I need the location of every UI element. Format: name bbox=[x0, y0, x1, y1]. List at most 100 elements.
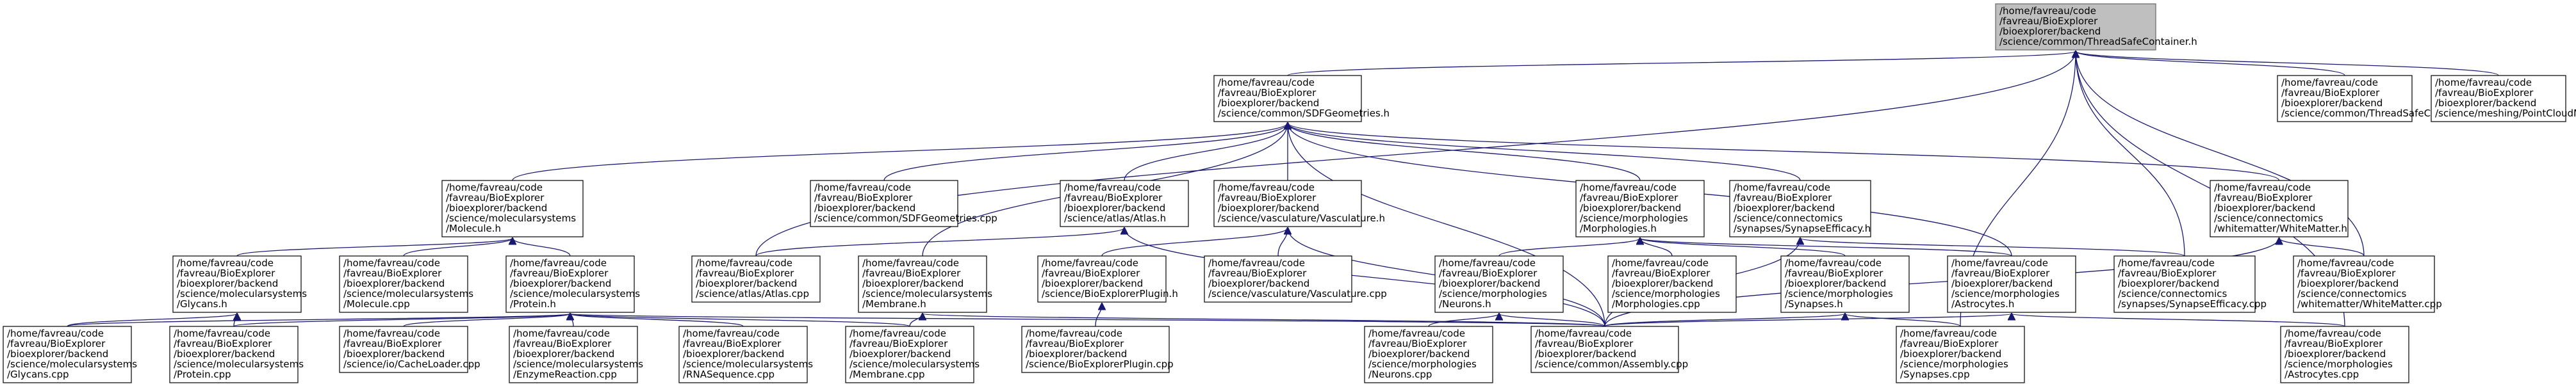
file-node-membrane-cpp[interactable]: /home/favreau/code/favreau/BioExplorer/b… bbox=[845, 326, 980, 383]
file-node-box bbox=[1204, 255, 1352, 303]
edge-plugin-cpp-to-plugin-h bbox=[1095, 303, 1102, 327]
file-node-label-line: /home/favreau/code bbox=[1612, 257, 1709, 269]
file-node-label-line: /science/atlas/Atlas.cpp bbox=[696, 288, 809, 300]
file-node-label-line: /home/favreau/code bbox=[177, 257, 274, 269]
file-node-label-line: /synapses/SynapseEfficacy.cpp bbox=[2118, 298, 2267, 310]
file-node-label-line: /bioexplorer/backend bbox=[1535, 348, 1636, 360]
file-node-label-line: /home/favreau/code bbox=[1951, 257, 2048, 269]
edge-synapses-h-to-morph-h bbox=[1640, 238, 1846, 257]
file-node-label-line: /bioexplorer/backend bbox=[446, 202, 547, 214]
file-nodes: /home/favreau/code/favreau/BioExplorer/b… bbox=[3, 3, 2576, 383]
file-node-molecule-cpp[interactable]: /home/favreau/code/favreau/BioExplorer/b… bbox=[339, 255, 473, 313]
file-node-label-line: /science/connectomics bbox=[2118, 288, 2227, 300]
file-node-label-line: /home/favreau/code bbox=[1734, 182, 1830, 193]
file-node-box bbox=[678, 326, 808, 383]
file-node-box bbox=[172, 255, 302, 313]
file-node-label-line: /favreau/BioExplorer bbox=[1026, 338, 1124, 349]
file-node-label-line: /bioexplorer/backend bbox=[1026, 348, 1127, 360]
file-node-label-line: /home/favreau/code bbox=[2285, 328, 2381, 339]
file-node-syn-eff-cpp[interactable]: /home/favreau/code/favreau/BioExplorer/b… bbox=[2113, 255, 2267, 313]
file-node-vasc-h[interactable]: /home/favreau/code/favreau/BioExplorer/b… bbox=[1213, 180, 1385, 227]
file-node-label-line: /science/molecularsystems bbox=[513, 358, 643, 370]
file-node-cacheloader-cpp[interactable]: /home/favreau/code/favreau/BioExplorer/b… bbox=[339, 326, 480, 373]
file-node-pcm-cpp[interactable]: /home/favreau/code/favreau/BioExplorer/b… bbox=[2431, 75, 2576, 122]
file-node-label-line: /Synapses.h bbox=[1785, 298, 1843, 310]
file-node-box bbox=[441, 180, 584, 237]
file-node-label-line: /Molecule.h bbox=[446, 223, 501, 234]
file-node-astro-cpp[interactable]: /home/favreau/code/favreau/BioExplorer/b… bbox=[2280, 326, 2409, 383]
file-node-label-line: /home/favreau/code bbox=[2297, 257, 2394, 269]
edge-protein-h-to-molecule-h bbox=[513, 238, 571, 257]
edge-syn-eff-cpp-to-tsc-h bbox=[2076, 51, 2185, 257]
file-node-syn-eff-h[interactable]: /home/favreau/code/favreau/BioExplorer/b… bbox=[1729, 180, 1871, 237]
file-node-synapses-cpp[interactable]: /home/favreau/code/favreau/BioExplorer/b… bbox=[1896, 326, 2025, 383]
file-node-label-line: /bioexplorer/backend bbox=[2281, 97, 2383, 109]
file-node-wm-cpp[interactable]: /home/favreau/code/favreau/BioExplorer/b… bbox=[2293, 255, 2442, 313]
file-node-label-line: /home/favreau/code bbox=[849, 328, 946, 339]
file-node-label-line: /science/common/ThreadSafeContainer.h bbox=[1999, 36, 2197, 47]
file-node-label-line: /Neurons.cpp bbox=[1368, 369, 1432, 380]
file-node-label-line: /bioexplorer/backend bbox=[1439, 278, 1540, 289]
file-node-neurons-cpp[interactable]: /home/favreau/code/favreau/BioExplorer/b… bbox=[1364, 326, 1493, 383]
file-node-label-line: /bioexplorer/backend bbox=[814, 202, 915, 214]
file-node-label-line: /bioexplorer/backend bbox=[2214, 202, 2315, 214]
file-node-sdf-h[interactable]: /home/favreau/code/favreau/BioExplorer/b… bbox=[1213, 75, 1390, 122]
file-node-label-line: /bioexplorer/backend bbox=[513, 348, 614, 360]
file-node-label-line: /science/meshing/PointCloudMesher.cpp bbox=[2435, 108, 2576, 119]
file-node-glycans-h[interactable]: /home/favreau/code/favreau/BioExplorer/b… bbox=[172, 255, 307, 313]
file-node-wm-h[interactable]: /home/favreau/code/favreau/BioExplorer/b… bbox=[2210, 180, 2349, 237]
file-node-assembly-cpp[interactable]: /home/favreau/code/favreau/BioExplorer/b… bbox=[1530, 326, 1688, 373]
file-node-label-line: /science/morphologies bbox=[1368, 358, 1477, 370]
file-node-label-line: /bioexplorer/backend bbox=[2297, 278, 2399, 289]
edge-wm-cpp-to-wm-h bbox=[2279, 238, 2365, 257]
file-node-box bbox=[2293, 255, 2435, 313]
file-node-label-line: /favreau/BioExplorer bbox=[849, 338, 948, 349]
file-node-astro-h[interactable]: /home/favreau/code/favreau/BioExplorer/b… bbox=[1947, 255, 2076, 313]
file-node-label-line: /science/molecularsystems bbox=[446, 212, 576, 224]
file-node-label-line: /favreau/BioExplorer bbox=[513, 338, 612, 349]
edge-syn-eff-cpp-to-syn-eff-h bbox=[1800, 238, 2185, 257]
file-node-atlas-cpp[interactable]: /home/favreau/code/favreau/BioExplorer/b… bbox=[691, 255, 821, 303]
file-node-plugin-cpp[interactable]: /home/favreau/code/favreau/BioExplorer/b… bbox=[1021, 326, 1174, 373]
file-node-plugin-h[interactable]: /home/favreau/code/favreau/BioExplorer/b… bbox=[1037, 255, 1178, 303]
file-node-label-line: /Membrane.h bbox=[862, 298, 926, 310]
file-node-label-line: /favreau/BioExplorer bbox=[2297, 268, 2396, 279]
file-node-box bbox=[1060, 180, 1189, 227]
file-node-label-line: /favreau/BioExplorer bbox=[1042, 268, 1140, 279]
file-node-atlas-h[interactable]: /home/favreau/code/favreau/BioExplorer/b… bbox=[1060, 180, 1189, 227]
file-node-enzyme-cpp[interactable]: /home/favreau/code/favreau/BioExplorer/b… bbox=[509, 326, 643, 383]
file-node-label-line: /home/favreau/code bbox=[2435, 77, 2532, 88]
file-node-synapses-h[interactable]: /home/favreau/code/favreau/BioExplorer/b… bbox=[1780, 255, 1910, 313]
file-node-morph-cpp[interactable]: /home/favreau/code/favreau/BioExplorer/b… bbox=[1607, 255, 1737, 313]
file-node-label-line: /home/favreau/code bbox=[174, 328, 270, 339]
edge-assembly-cpp-to-membrane-h bbox=[923, 314, 1605, 327]
file-node-label-line: /home/favreau/code bbox=[1218, 182, 1315, 193]
file-node-label-line: /bioexplorer/backend bbox=[2285, 348, 2386, 360]
file-node-protein-cpp[interactable]: /home/favreau/code/favreau/BioExplorer/b… bbox=[169, 326, 304, 383]
edge-atlas-h-to-sdf-h bbox=[1124, 123, 1288, 181]
file-node-neurons-h[interactable]: /home/favreau/code/favreau/BioExplorer/b… bbox=[1434, 255, 1564, 313]
file-node-glycans-cpp[interactable]: /home/favreau/code/favreau/BioExplorer/b… bbox=[3, 326, 137, 383]
edge-atlas-cpp-to-atlas-h bbox=[755, 228, 1124, 257]
file-node-box bbox=[1780, 255, 1910, 313]
file-node-molecule-h[interactable]: /home/favreau/code/favreau/BioExplorer/b… bbox=[441, 180, 584, 237]
file-node-label-line: /bioexplorer/backend bbox=[849, 348, 951, 360]
edge-synapses-cpp-to-synapses-h bbox=[1845, 314, 1961, 327]
file-node-tsc-cpp[interactable]: /home/favreau/code/favreau/BioExplorer/b… bbox=[2277, 75, 2491, 122]
file-node-sdf-cpp[interactable]: /home/favreau/code/favreau/BioExplorer/b… bbox=[810, 180, 997, 227]
file-node-rna-cpp[interactable]: /home/favreau/code/favreau/BioExplorer/b… bbox=[678, 326, 813, 383]
file-node-label-line: /home/favreau/code bbox=[1218, 77, 1315, 88]
file-node-label-line: /bioexplorer/backend bbox=[177, 278, 278, 289]
file-node-morph-h[interactable]: /home/favreau/code/favreau/BioExplorer/b… bbox=[1575, 180, 1705, 237]
file-node-label-line: /favreau/BioExplorer bbox=[1580, 192, 1678, 204]
file-node-label-line: /science/molecularsystems bbox=[510, 288, 640, 300]
file-node-vasc-cpp[interactable]: /home/favreau/code/favreau/BioExplorer/b… bbox=[1204, 255, 1387, 303]
file-node-label-line: /science/vasculature/Vasculature.cpp bbox=[1208, 288, 1387, 300]
file-node-protein-h[interactable]: /home/favreau/code/favreau/BioExplorer/b… bbox=[505, 255, 640, 313]
edge-morph-h-to-sdf-h bbox=[1288, 123, 1641, 181]
edge-tsc-cpp-to-tsc-h bbox=[2076, 51, 2345, 76]
file-node-label-line: /bioexplorer/backend bbox=[1900, 348, 2001, 360]
file-node-label-line: /favreau/BioExplorer bbox=[683, 338, 782, 349]
file-node-membrane-h[interactable]: /home/favreau/code/favreau/BioExplorer/b… bbox=[858, 255, 992, 313]
